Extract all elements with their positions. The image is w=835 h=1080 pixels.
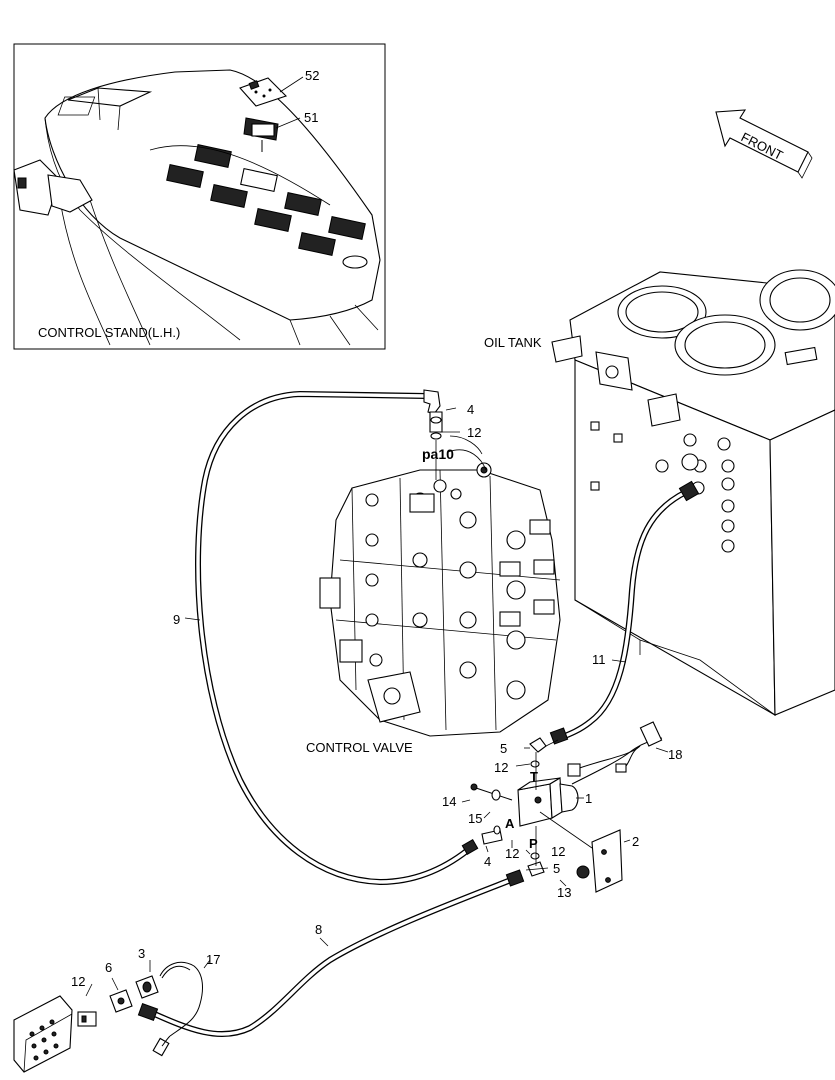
- callout-1: 1: [585, 791, 592, 806]
- callout-12-top: 12: [467, 425, 481, 440]
- oil-tank: [551, 269, 835, 716]
- label-oil-tank: OIL TANK: [484, 335, 542, 350]
- callout-6: 6: [105, 960, 112, 975]
- callout-5-top: 5: [500, 741, 507, 756]
- control-stand-inset: [13, 43, 386, 350]
- callout-12-mid: 12: [494, 760, 508, 775]
- callout-14: 14: [442, 794, 456, 809]
- callout-13: 13: [557, 885, 571, 900]
- label-port-p: P: [529, 836, 538, 851]
- callout-8: 8: [315, 922, 322, 937]
- label-port-t: T: [530, 769, 538, 784]
- leader-lines: [85, 407, 669, 997]
- solenoid-valve: [470, 721, 663, 893]
- label-control-valve: CONTROL VALVE: [306, 740, 413, 755]
- callout-52: 52: [305, 68, 319, 83]
- hose-8: [137, 869, 525, 1038]
- callout-15: 15: [468, 811, 482, 826]
- callout-12-low: 12: [505, 846, 519, 861]
- front-arrow-icon: [715, 109, 813, 179]
- callout-17: 17: [206, 952, 220, 967]
- callout-12-bottom-left: 12: [71, 974, 85, 989]
- label-port-a: A: [505, 816, 515, 831]
- callout-9: 9: [173, 612, 180, 627]
- callout-3: 3: [138, 946, 145, 961]
- callout-18: 18: [668, 747, 682, 762]
- callout-51: 51: [304, 110, 318, 125]
- callout-4-low: 4: [484, 854, 491, 869]
- callout-5-low: 5: [553, 861, 560, 876]
- label-port-pa10: pa10: [422, 446, 454, 462]
- hose-11: [549, 480, 700, 745]
- pressure-switch-group: [13, 961, 203, 1073]
- label-control-stand: CONTROL STAND(L.H.): [38, 325, 180, 340]
- callout-12-p: 12: [551, 844, 565, 859]
- pa10-fittings: [429, 411, 487, 480]
- control-valve: [319, 462, 561, 737]
- callout-2: 2: [632, 834, 639, 849]
- callout-4-top: 4: [467, 402, 474, 417]
- callout-11: 11: [592, 652, 606, 667]
- hose-9: [195, 389, 479, 886]
